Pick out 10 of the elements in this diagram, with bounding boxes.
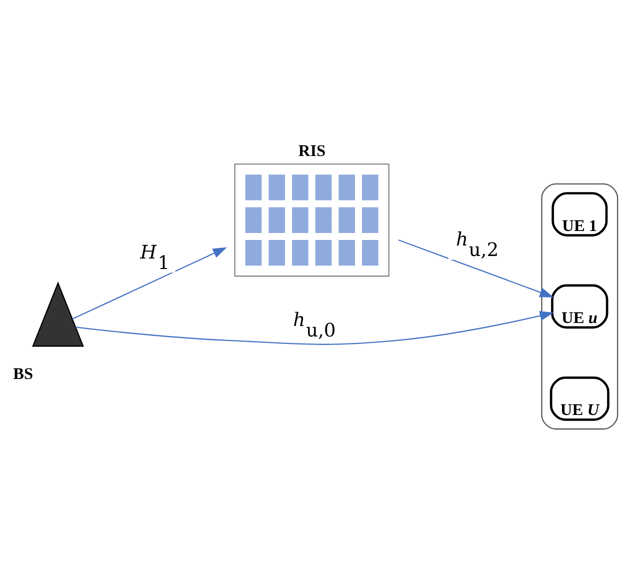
node-box: UE u: [551, 284, 608, 329]
arrow: [72, 247, 227, 320]
arrow: [398, 239, 554, 298]
node-box: [234, 164, 390, 277]
node-label: BS: [13, 364, 34, 384]
arrow: [76, 311, 554, 345]
node-box: UE 1: [552, 192, 608, 236]
node-label: RIS: [298, 141, 326, 160]
cluster: [541, 183, 618, 430]
node-box: UE U: [550, 376, 610, 421]
